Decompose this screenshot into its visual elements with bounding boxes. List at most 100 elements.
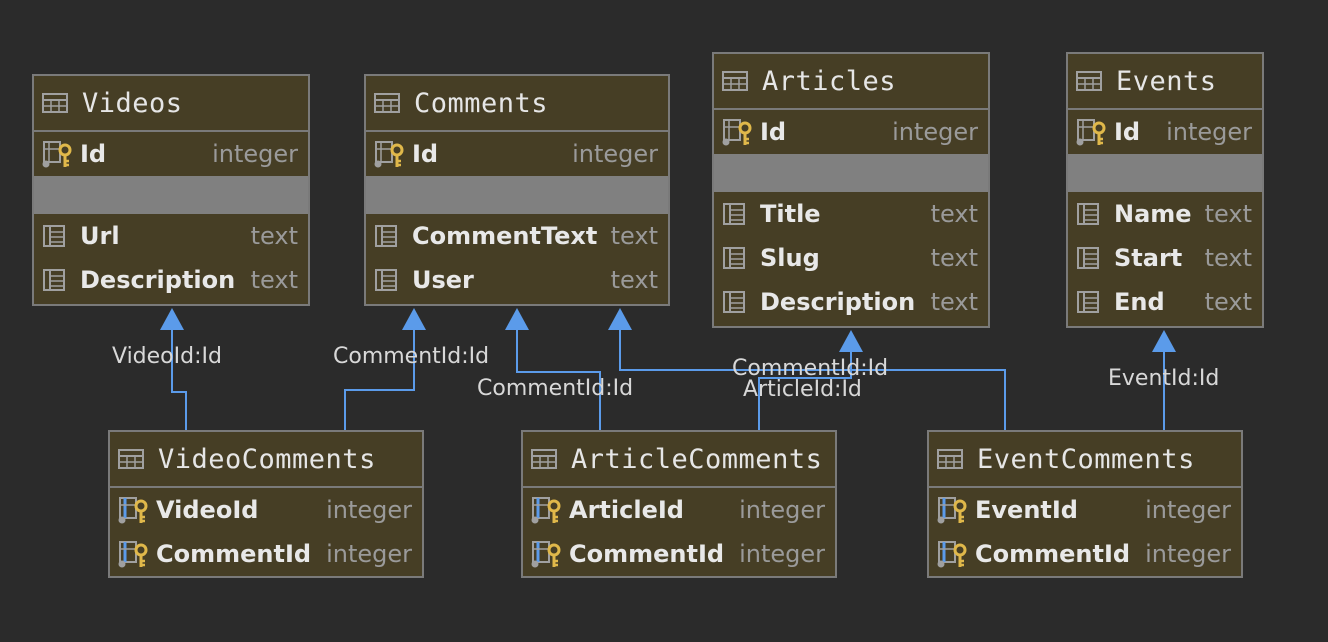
- field-row[interactable]: User text: [366, 258, 668, 302]
- field-type: integer: [739, 540, 825, 568]
- field-type: text: [250, 266, 298, 294]
- field-row[interactable]: Slug text: [714, 236, 988, 280]
- field-type: integer: [1145, 496, 1231, 524]
- field-type: text: [610, 222, 658, 250]
- column-icon: [1076, 288, 1106, 316]
- foreign-key-icon: [937, 540, 967, 568]
- primary-key-icon: [374, 140, 404, 168]
- field-row-fk[interactable]: CommentId integer: [929, 532, 1241, 576]
- table-events[interactable]: Events Id integer Name text Start text E…: [1066, 52, 1264, 328]
- table-icon: [42, 93, 68, 113]
- field-name: EventId: [975, 496, 1078, 524]
- table-header: VideoComments: [110, 432, 422, 488]
- field-type: text: [1204, 288, 1252, 316]
- table-videocomments[interactable]: VideoComments VideoId integer CommentId …: [108, 430, 424, 578]
- foreign-key-icon: [118, 496, 148, 524]
- foreign-key-icon: [118, 540, 148, 568]
- field-name: CommentId: [569, 540, 725, 568]
- field-name: User: [412, 266, 474, 294]
- field-row[interactable]: CommentText text: [366, 214, 668, 258]
- field-name: Url: [80, 222, 120, 250]
- field-row[interactable]: Name text: [1068, 192, 1262, 236]
- table-eventcomments[interactable]: EventComments EventId integer CommentId …: [927, 430, 1243, 578]
- field-type: integer: [572, 140, 658, 168]
- relation-arrowhead: [160, 308, 184, 330]
- field-row-fk[interactable]: ArticleId integer: [523, 488, 835, 532]
- field-type: text: [1204, 200, 1252, 228]
- field-row[interactable]: Description text: [714, 280, 988, 324]
- field-row-pk[interactable]: Id integer: [34, 132, 308, 176]
- field-row[interactable]: Description text: [34, 258, 308, 302]
- column-icon: [1076, 244, 1106, 272]
- field-type: integer: [326, 496, 412, 524]
- relation-arrowhead: [839, 330, 863, 352]
- field-name: Id: [412, 140, 439, 168]
- field-row-fk[interactable]: EventId integer: [929, 488, 1241, 532]
- foreign-key-icon: [531, 540, 561, 568]
- field-row-fk[interactable]: CommentId integer: [110, 532, 422, 576]
- field-type: text: [930, 200, 978, 228]
- column-icon: [722, 288, 752, 316]
- field-row[interactable]: End text: [1068, 280, 1262, 324]
- field-type: integer: [326, 540, 412, 568]
- table-icon: [1076, 71, 1102, 91]
- relation-arrowhead: [402, 308, 426, 330]
- field-row[interactable]: Url text: [34, 214, 308, 258]
- field-name: VideoId: [156, 496, 259, 524]
- field-row-fk[interactable]: CommentId integer: [523, 532, 835, 576]
- table-videos[interactable]: Videos Id integer Url text Description t…: [32, 74, 310, 306]
- key-separator: [34, 176, 308, 214]
- column-icon: [42, 222, 72, 250]
- table-header: Comments: [366, 76, 668, 132]
- table-icon: [118, 449, 144, 469]
- field-name: CommentId: [156, 540, 312, 568]
- table-header: Articles: [714, 54, 988, 110]
- table-header: Events: [1068, 54, 1262, 110]
- relation-label-videoid: VideoId:Id: [112, 344, 222, 369]
- field-name: CommentText: [412, 222, 598, 250]
- table-title: EventComments: [977, 443, 1195, 475]
- relation-label-articleid: ArticleId:Id: [743, 377, 862, 402]
- relation-label-eventid: EventId:Id: [1108, 366, 1220, 391]
- field-name: ArticleId: [569, 496, 684, 524]
- field-row[interactable]: Title text: [714, 192, 988, 236]
- field-type: integer: [1166, 118, 1252, 146]
- column-icon: [374, 266, 404, 294]
- field-type: text: [930, 288, 978, 316]
- table-articles[interactable]: Articles Id integer Title text Slug text…: [712, 52, 990, 328]
- key-separator: [714, 154, 988, 192]
- field-name: Description: [80, 266, 236, 294]
- relation-label-video-commentid: CommentId:Id: [333, 344, 490, 369]
- table-header: Videos: [34, 76, 308, 132]
- field-row-pk[interactable]: Id integer: [366, 132, 668, 176]
- field-type: text: [1204, 244, 1252, 272]
- table-icon: [722, 71, 748, 91]
- key-separator: [366, 176, 668, 214]
- foreign-key-icon: [531, 496, 561, 524]
- field-name: Title: [760, 200, 821, 228]
- column-icon: [722, 244, 752, 272]
- primary-key-icon: [42, 140, 72, 168]
- relation-arrowhead: [505, 308, 529, 330]
- primary-key-icon: [1076, 118, 1106, 146]
- field-type: text: [250, 222, 298, 250]
- column-icon: [722, 200, 752, 228]
- table-title: Articles: [762, 65, 897, 97]
- field-row-pk[interactable]: Id integer: [1068, 110, 1262, 154]
- key-separator: [1068, 154, 1262, 192]
- field-name: Id: [1114, 118, 1141, 146]
- primary-key-icon: [722, 118, 752, 146]
- field-name: Slug: [760, 244, 820, 272]
- table-header: ArticleComments: [523, 432, 835, 488]
- table-articlecomments[interactable]: ArticleComments ArticleId integer Commen…: [521, 430, 837, 578]
- field-row-fk[interactable]: VideoId integer: [110, 488, 422, 532]
- relation-arrowhead: [1152, 330, 1176, 352]
- table-comments[interactable]: Comments Id integer CommentText text Use…: [364, 74, 670, 306]
- field-row-pk[interactable]: Id integer: [714, 110, 988, 154]
- field-row[interactable]: Start text: [1068, 236, 1262, 280]
- table-title: ArticleComments: [571, 443, 823, 475]
- table-icon: [937, 449, 963, 469]
- column-icon: [42, 266, 72, 294]
- table-title: Events: [1116, 65, 1217, 97]
